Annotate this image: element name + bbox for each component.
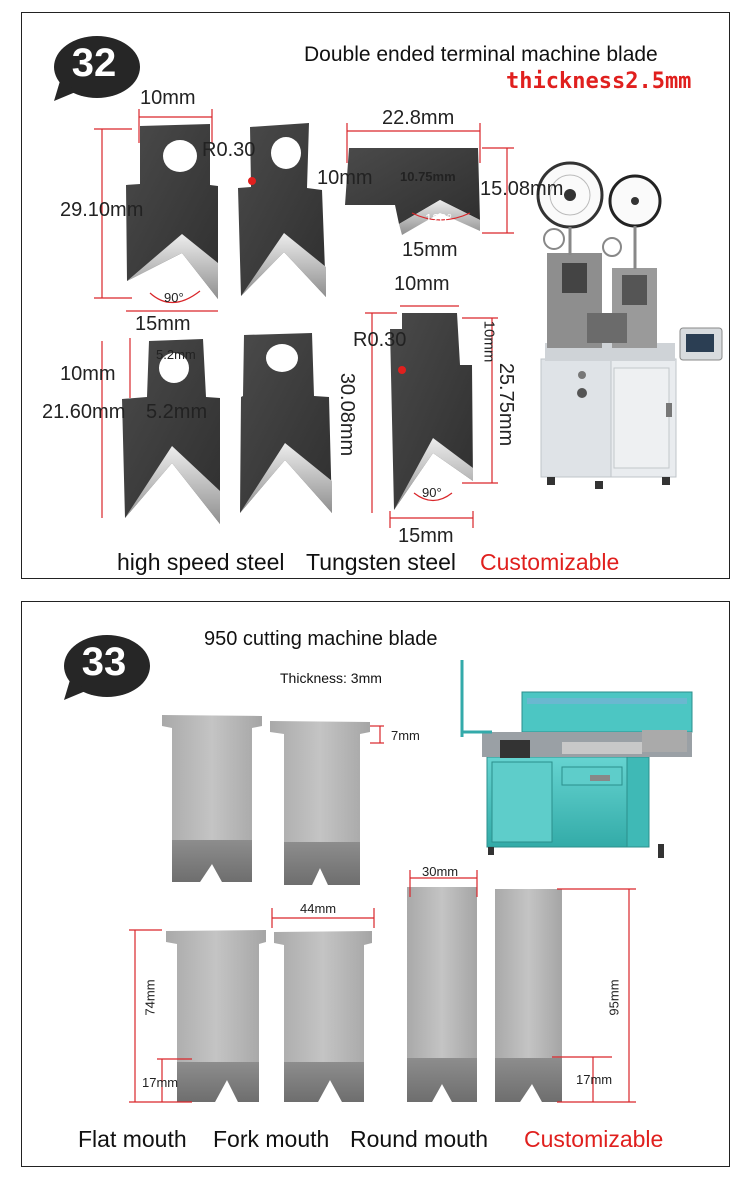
panel-32-terminal-blades: 32 Double ended terminal machine blade t… [21, 12, 730, 579]
section-number-badge: 32 [52, 33, 142, 103]
dim-label: R0.30 [353, 329, 407, 351]
dim-label: 30mm [422, 864, 459, 879]
dim-label: 90° [422, 485, 442, 500]
blade-top-right [270, 721, 370, 885]
radius-marker [398, 366, 406, 374]
dim-label-vertical: 74mm [142, 979, 158, 1016]
dim-label-vertical: 25.75mm [495, 362, 518, 447]
speech-bubble-icon [64, 635, 150, 700]
material-label: Tungsten steel [306, 549, 457, 575]
dim-label: 44mm [300, 901, 337, 916]
blade-fork-mouth [274, 931, 372, 1102]
dim-label: 29.10mm [60, 199, 144, 221]
panel-title: Double ended terminal machine blade [304, 43, 658, 66]
dim-label: 17mm [576, 1072, 613, 1087]
blade-flat-mouth [166, 930, 266, 1102]
dim-label: 10mm [317, 167, 373, 189]
badge-number: 32 [71, 41, 117, 85]
mouth-type-label: Round mouth [350, 1126, 489, 1152]
blade-drawings [129, 660, 693, 1103]
dim-label: 15mm [398, 525, 454, 547]
blade-d [122, 339, 220, 524]
dim-label-vertical: 30.08mm [336, 372, 359, 457]
material-label: high speed steel [117, 549, 285, 575]
blade-f [390, 313, 473, 510]
dim-label: 15mm [135, 313, 191, 335]
blade-c [345, 148, 480, 235]
blade-b [238, 123, 326, 297]
dim-label-red: 5.2mm [146, 401, 208, 423]
section-number-badge: 33 [62, 632, 152, 702]
blade-plain [495, 889, 562, 1102]
dim-label: 21.60mm [42, 401, 126, 423]
dimension-lines [129, 725, 636, 1103]
radius-marker [248, 177, 256, 185]
dim-label: 22.8mm [382, 107, 455, 129]
dim-label: 7mm [391, 728, 420, 743]
dim-label-vertical: 95mm [606, 979, 622, 1016]
dim-label: 10mm [60, 363, 116, 385]
dim-label: 90° [164, 290, 184, 305]
mouth-type-label: Flat mouth [78, 1126, 187, 1152]
blade-a [126, 124, 218, 299]
dim-label: 120° [425, 211, 452, 226]
cutting-machine-image [460, 660, 693, 858]
dim-label: 10mm [394, 273, 450, 295]
dim-label: 15.08mm [480, 178, 564, 200]
dim-label-vertical: 10mm [480, 320, 498, 363]
customizable-label: Customizable [480, 549, 620, 575]
speech-bubble-icon [54, 36, 140, 101]
blade-round-mouth [407, 887, 477, 1102]
dim-label: 10mm [140, 87, 196, 109]
terminal-machine-image [536, 161, 723, 489]
mouth-type-label: Fork mouth [213, 1126, 330, 1152]
blade-e [240, 333, 332, 513]
dim-label: R0.30 [202, 139, 256, 161]
thickness-label: thickness2.5mm [506, 69, 692, 94]
customizable-label: Customizable [524, 1126, 664, 1152]
dimension-lines [94, 109, 514, 528]
dim-label: 17mm [142, 1075, 179, 1090]
thickness-label: Thickness: 3mm [280, 670, 382, 686]
badge-number: 33 [81, 640, 127, 684]
dim-label: 5.2mm [156, 347, 196, 362]
blade-drawings [94, 109, 723, 528]
blade-top-left [162, 715, 262, 882]
dim-label: 15mm [402, 239, 458, 261]
panel-title: 950 cutting machine blade [204, 628, 438, 650]
dim-label: 10.75mm [400, 169, 456, 184]
panel-33-cutting-blades: 33 950 cutting machine blade Thickness: … [21, 601, 730, 1167]
